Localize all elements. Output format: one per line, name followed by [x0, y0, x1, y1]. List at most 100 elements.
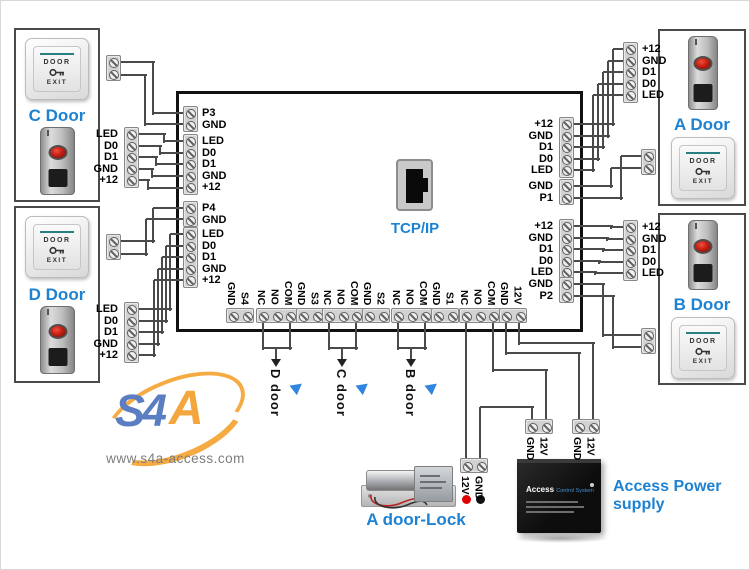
- terminal-label: NC: [458, 289, 470, 305]
- terminal-label: S3: [308, 292, 321, 305]
- exit-button-exit-text: EXIT: [692, 357, 714, 365]
- output-arrow-stem: [341, 348, 343, 361]
- terminal-label: NC: [321, 289, 333, 305]
- terminal-label: NO: [403, 289, 416, 305]
- exit-button-face: DOOR EXIT: [33, 224, 81, 270]
- terminal-screw: [109, 58, 119, 68]
- wire-segment: [566, 283, 605, 285]
- wire-segment: [131, 343, 160, 345]
- terminal-label: GND: [528, 129, 553, 142]
- terminal-screw: [242, 311, 253, 322]
- terminal-screw: [644, 152, 654, 162]
- terminal-label: +12: [202, 181, 221, 194]
- terminal-label: D1: [538, 243, 553, 256]
- terminal-screw: [186, 215, 196, 226]
- terminal-label: S4: [238, 292, 251, 305]
- wire-segment: [599, 261, 632, 263]
- b-exit-terminal-block: [641, 328, 656, 355]
- wire-segment: [113, 74, 147, 76]
- terminal-screw: [644, 163, 654, 174]
- board-reader-b-block: [559, 219, 574, 280]
- terminal-label: NC: [390, 289, 402, 305]
- terminal-screw: [626, 269, 636, 280]
- terminal-label: 12V: [537, 437, 550, 456]
- door-label-a: A Door: [673, 115, 731, 134]
- terminal-label: GND: [524, 437, 536, 461]
- wire-segment: [465, 315, 467, 467]
- lock-terminal-block: [460, 458, 488, 473]
- wire-segment: [131, 308, 172, 310]
- terminal-label: D1: [202, 158, 217, 171]
- terminal-label: P4: [202, 202, 216, 214]
- terminal-label: +12: [642, 221, 661, 233]
- board-port2-block: [559, 277, 574, 304]
- terminal-label: GND: [528, 180, 553, 192]
- terminal-label: +12: [642, 43, 661, 55]
- wire-segment: [131, 320, 168, 322]
- logo-text-orange: A: [169, 382, 204, 435]
- wire-segment: [156, 163, 192, 165]
- wire-segment: [598, 83, 632, 85]
- a-exit-terminal-block: [641, 149, 656, 176]
- terminal-label: LED: [96, 303, 118, 315]
- reader-notch: [47, 309, 49, 315]
- wire-segment: [131, 354, 156, 356]
- logo-text-blue: S4: [115, 385, 167, 436]
- exit-button-d: DOOR EXIT: [25, 216, 89, 278]
- wire-segment: [148, 187, 192, 189]
- output-arrow-stem: [410, 348, 412, 361]
- wire-segment: [145, 219, 147, 256]
- door-panel-b: B Door DOOR EXIT: [658, 213, 746, 385]
- exit-button-c: DOOR EXIT: [25, 38, 89, 100]
- power-supply-spec-line: [526, 506, 584, 508]
- terminal-screw: [562, 193, 572, 204]
- wire-segment: [519, 342, 595, 344]
- terminal-screw: [626, 79, 636, 90]
- terminal-label: +12: [534, 220, 553, 232]
- wire-segment: [607, 61, 609, 138]
- terminal-label: LED: [202, 135, 224, 147]
- wire-segment: [611, 167, 650, 169]
- fingerprint-sensor-icon: [693, 55, 713, 71]
- c-exit-terminal-block: [106, 55, 121, 82]
- wire-segment: [566, 123, 615, 125]
- exit-button-face: DOOR EXIT: [33, 46, 81, 92]
- wire-segment: [566, 271, 597, 273]
- d-reader-terminal-block: [124, 302, 139, 363]
- wire-segment: [131, 133, 166, 135]
- output-bracket: [329, 347, 358, 349]
- terminal-screw: [186, 183, 196, 194]
- wire-segment: [621, 155, 650, 157]
- relay-terminal-block: [459, 308, 501, 323]
- terminal-label: D0: [642, 77, 657, 90]
- terminal-screw: [127, 153, 137, 164]
- terminal-screw: [575, 422, 585, 433]
- terminal-label: D1: [538, 141, 553, 154]
- wire-segment: [131, 179, 150, 181]
- terminal-label: NO: [268, 289, 281, 305]
- wire-segment: [154, 279, 192, 281]
- output-bracket: [289, 315, 291, 350]
- wire-segment: [480, 406, 534, 408]
- wire-segment: [164, 140, 192, 142]
- exit-button-line: [686, 331, 720, 334]
- terminal-label: GND: [361, 281, 373, 305]
- terminal-screw: [186, 160, 196, 171]
- wire-segment: [166, 245, 192, 247]
- output-bracket: [397, 315, 399, 350]
- terminal-screw: [229, 311, 239, 322]
- output-door-label: C door: [334, 369, 349, 417]
- power-supply-spec-line: [526, 511, 574, 513]
- pointer-arrow-icon: [424, 378, 441, 396]
- exit-button-exit-text: EXIT: [46, 78, 68, 86]
- a-reader-terminal-block: [623, 42, 638, 103]
- fingerprint-sensor-icon: [48, 324, 67, 340]
- wire-segment: [613, 48, 632, 50]
- wire-segment: [613, 346, 650, 348]
- d-exit-terminal-block: [106, 234, 121, 261]
- fingerprint-reader-a: [688, 36, 718, 110]
- tcpip-label: TCP/IP: [390, 220, 440, 237]
- terminal-label: D1: [642, 244, 657, 257]
- b-reader-terminal-block: [623, 220, 638, 281]
- output-door-label: B door: [403, 369, 418, 417]
